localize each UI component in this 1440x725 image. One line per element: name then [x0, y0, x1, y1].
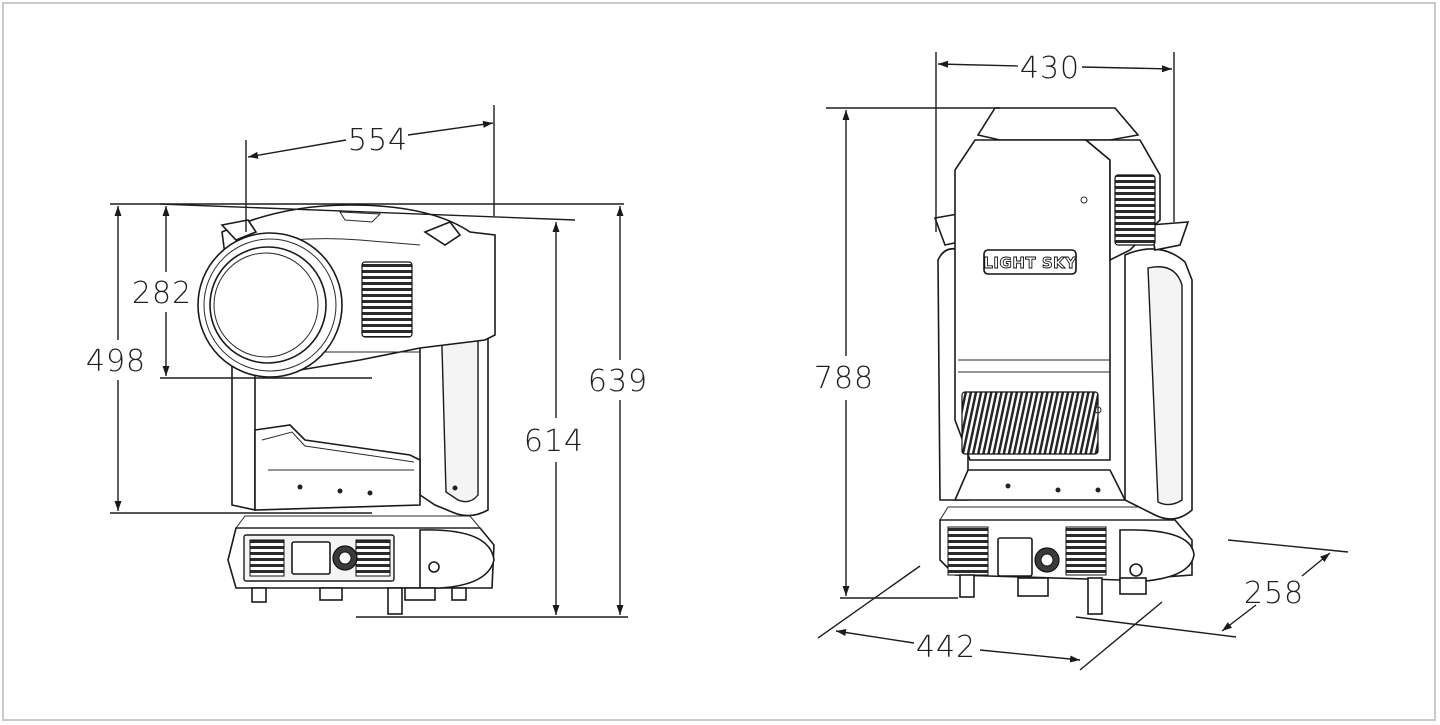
head-vent [361, 261, 413, 338]
dimension-lines-front [110, 105, 628, 618]
dim-base-width: 442 [916, 630, 976, 665]
foot-left [959, 574, 975, 598]
head-vent [1114, 174, 1156, 246]
front-lens [209, 246, 327, 364]
front-vent [961, 391, 1099, 455]
dim-base-depth: 258 [1244, 576, 1304, 611]
dimension-lines-side [817, 52, 1349, 671]
display-screen [997, 537, 1033, 577]
yoke-base [953, 469, 1127, 501]
dimension-labels: 554 282 498 614 639 430 788 442 258 [86, 51, 1304, 665]
dim-yoke-height: 498 [86, 344, 146, 379]
dim-total-height-side: 788 [814, 361, 874, 396]
brand-logo: LIGHT SKY [983, 254, 1077, 272]
dim-side-width: 430 [1020, 51, 1080, 86]
brand-logo-plate [983, 249, 1077, 275]
dim-head-height: 282 [132, 276, 192, 311]
yoke-left-arm [231, 363, 256, 511]
fixture-front-view [197, 204, 496, 615]
dim-base-to-top: 614 [524, 424, 584, 459]
head-top-cap [976, 107, 1140, 141]
dim-total-height-front: 639 [588, 364, 648, 399]
dim-front-width: 554 [348, 123, 408, 158]
display-screen [291, 541, 331, 575]
foot-left [251, 587, 267, 603]
yoke-base [254, 424, 421, 511]
fixture-side-view: LIGHT SKY [933, 107, 1195, 615]
